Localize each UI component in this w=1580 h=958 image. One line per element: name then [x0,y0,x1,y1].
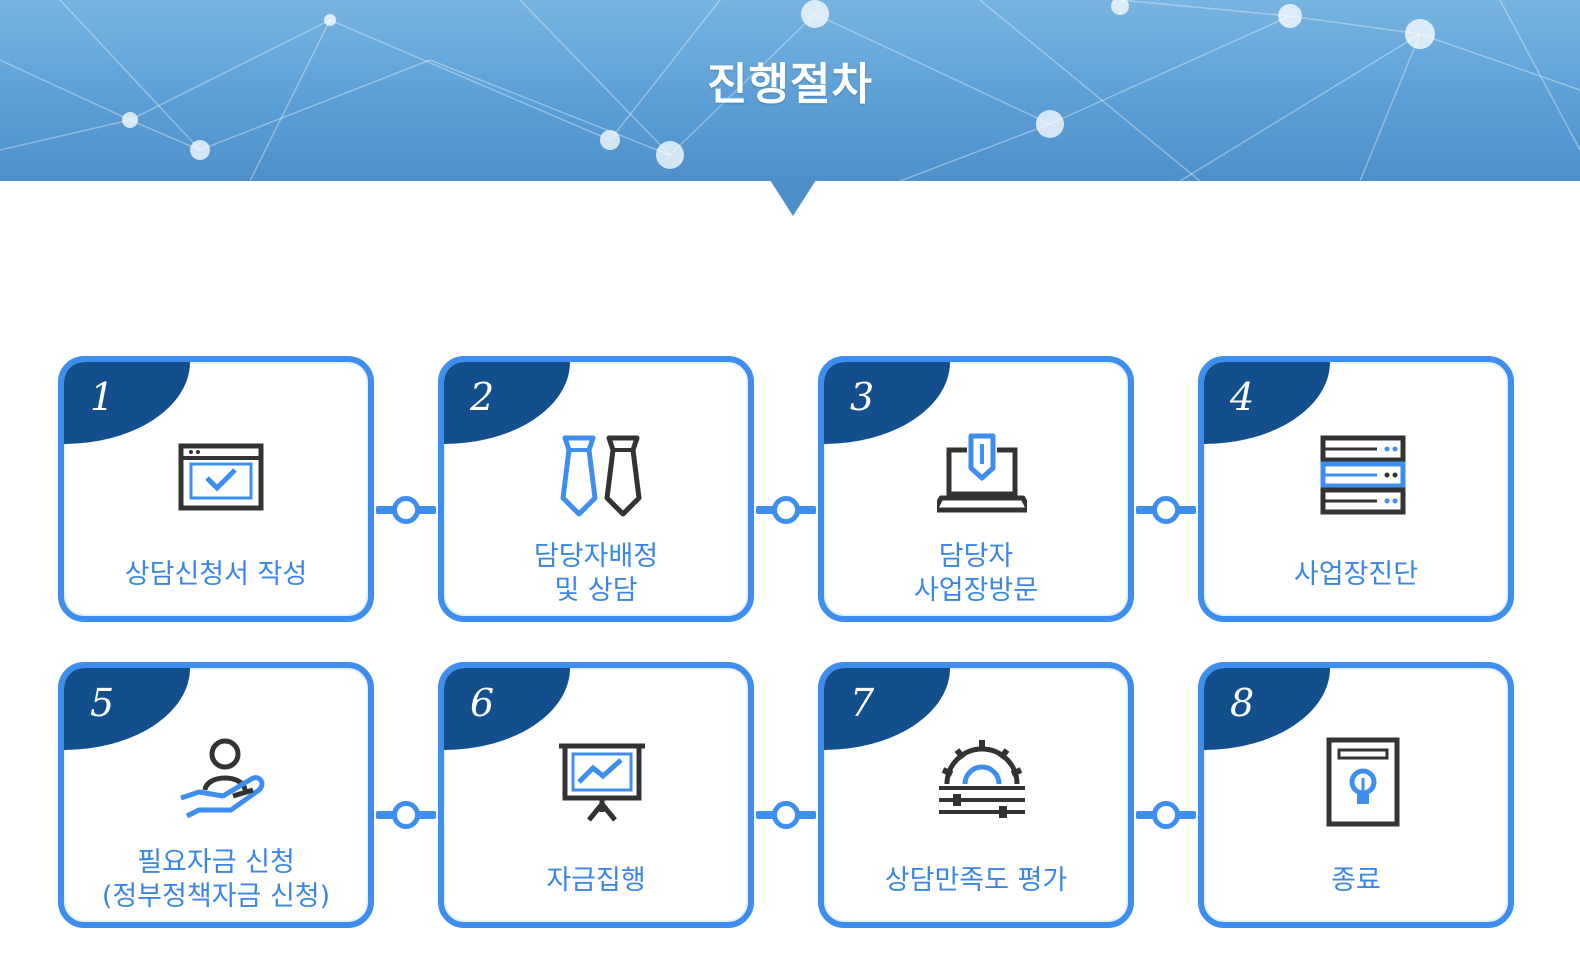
connector-node [1152,801,1180,829]
connector-node [1152,496,1180,524]
step-number-badge [1204,362,1330,444]
step-label: 자금집행 [546,865,646,896]
step-connector [1136,801,1196,829]
step-number-badge [1204,668,1330,750]
step-label: 필요자금 신청 (정부정책자금 신청) [101,847,331,912]
step-number-badge [444,362,570,444]
step-card-5: 5 필요자금 신청 (정부정책자금 신청) [58,662,374,928]
step-label: 사업장진단 [1293,559,1419,590]
header-banner: 진행절차 [0,0,1580,181]
step-connector [756,801,816,829]
presentation-chart-icon [559,743,645,822]
step-label: 종료 [1331,865,1381,896]
step-label: 상담만족도 평가 [884,865,1068,896]
step-label: 담당자배정 및 상담 [533,541,659,606]
step-number: 3 [850,375,875,419]
lightbulb-document-icon [1326,737,1400,827]
step-card-2: 2 담당자배정 및 상담 [438,356,754,622]
step-label: 담당자 사업장방문 [913,541,1039,606]
step-card-6: 6 자금집행 [438,662,754,928]
step-connector [1136,496,1196,524]
connector-node [772,801,800,829]
step-number: 1 [90,375,115,419]
step-number-badge [444,668,570,750]
network-background-graphic [0,0,1580,181]
step-connector [376,496,436,524]
step-number-badge [824,362,950,444]
step-number: 2 [470,375,495,419]
banner-pointer [770,180,816,216]
step-card-8: 8 종료 [1198,662,1514,928]
step-label: 상담신청서 작성 [124,559,308,590]
step-number: 4 [1230,375,1255,419]
checked-browser-window-icon [178,443,264,511]
server-stack-icon [1320,435,1406,515]
step-number: 8 [1230,681,1255,725]
step-connector [376,801,436,829]
step-number-badge [64,668,190,750]
two-neckties-icon [560,435,642,517]
step-number: 6 [470,681,495,725]
person-hand-icon [180,738,265,819]
step-connector [756,496,816,524]
step-card-1: 1 상담신청서 작성 [58,356,374,622]
connector-node [772,496,800,524]
laptop-download-icon [937,433,1027,513]
step-card-4: 4 사업장진단 [1198,356,1514,622]
step-card-3: 3 담당자 사업장방문 [818,356,1134,622]
step-number: 5 [90,681,115,725]
page-title: 진행절차 [707,59,873,110]
step-card-7: 7 상담만족도 평가 [818,662,1134,928]
step-number-badge [64,362,190,444]
step-number-badge [824,668,950,750]
connector-node [392,496,420,524]
connector-node [392,801,420,829]
gear-gauge-icon [939,740,1025,818]
step-number: 7 [850,681,875,725]
